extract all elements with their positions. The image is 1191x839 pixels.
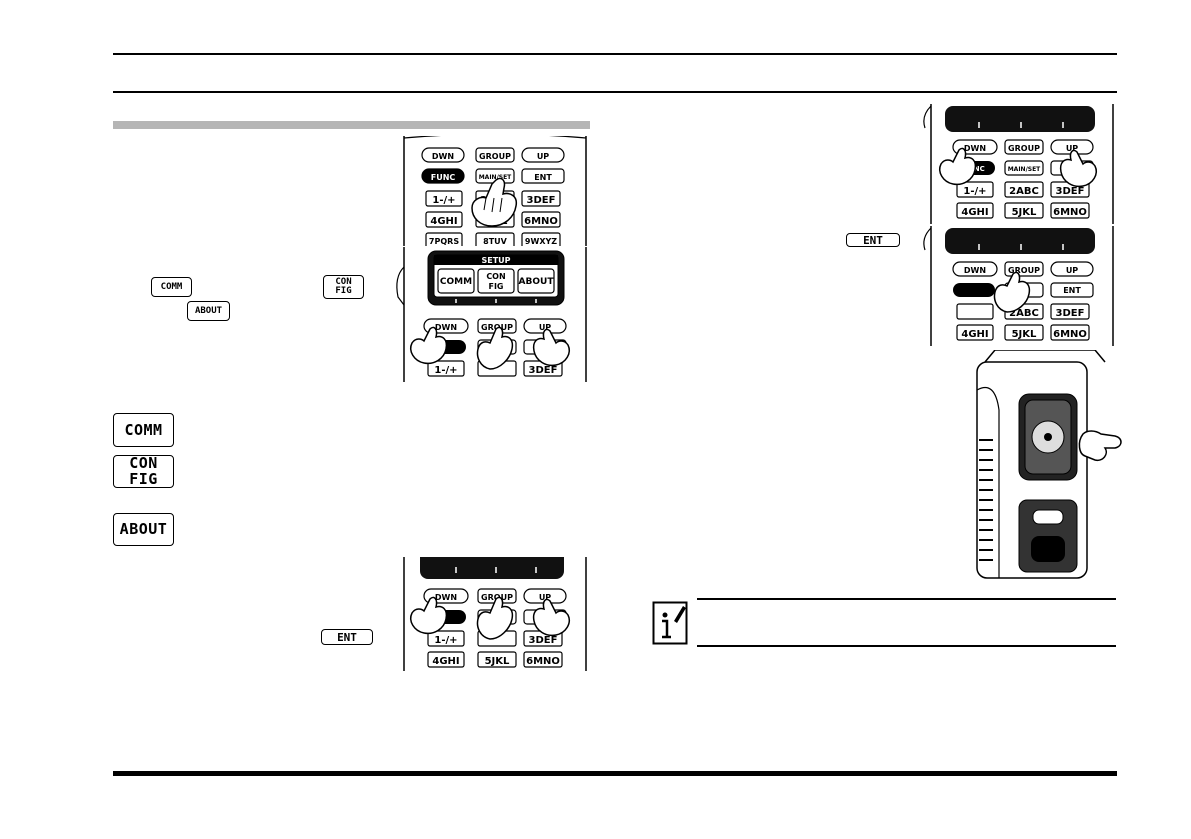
- list-about-button: ABOUT: [113, 513, 174, 546]
- key-up: UP: [537, 152, 549, 161]
- key-4-4: 4GHI: [961, 207, 988, 218]
- list-comm-button: COMM: [113, 413, 174, 447]
- key-ent-5: ENT: [1063, 286, 1081, 295]
- key-2-5: 2ABC: [1009, 308, 1039, 319]
- key-2-4: 2ABC: [1009, 186, 1039, 197]
- key-4-5: 4GHI: [961, 329, 988, 340]
- header-top-rule: [113, 53, 1117, 55]
- key-1-2: 1-/+: [434, 365, 457, 376]
- radio-keypad-illustration-4: DWN GROUP UP FUNC MAIN/SET 1-/+ 2ABC 3DE…: [923, 104, 1114, 224]
- key-group-4: GROUP: [1008, 144, 1040, 153]
- inline-comm-button: COMM: [151, 277, 192, 297]
- key-up-2: UP: [539, 323, 551, 332]
- key-6: 6MNO: [524, 216, 558, 227]
- pressing-finger-icon: [1078, 430, 1122, 462]
- pressing-finger-icon: [410, 326, 570, 370]
- inline-about-button: ABOUT: [187, 301, 230, 321]
- key-up-5: UP: [1066, 266, 1078, 275]
- key-1-3: 1-/+: [434, 635, 457, 646]
- key-9: 9WXYZ: [525, 237, 557, 246]
- key-up-3: UP: [539, 593, 551, 602]
- key-mainset: MAIN/SET: [479, 174, 512, 181]
- radio-side-view-illustration: [976, 350, 1122, 579]
- key-ent: ENT: [534, 173, 552, 182]
- key-3: 3DEF: [527, 195, 556, 206]
- key-dwn-5: DWN: [964, 266, 986, 275]
- key-3-5: 3DEF: [1056, 308, 1085, 319]
- radio-setup-screen-illustration: SETUP COMM CON FIG ABOUT DWN GROUP UP 1-…: [396, 247, 587, 382]
- key-6-4: 6MNO: [1053, 207, 1087, 218]
- screen-title: SETUP: [481, 256, 510, 265]
- screen-config-line2: FIG: [488, 282, 503, 291]
- key-dwn-4: DWN: [964, 144, 986, 153]
- key-func: FUNC: [431, 173, 456, 182]
- key-3-3: 3DEF: [529, 635, 558, 646]
- key-5-5: 5JKL: [1012, 329, 1037, 340]
- note-bottom-rule: [697, 645, 1116, 647]
- info-pencil-icon: [652, 601, 688, 645]
- screen-comm: COMM: [440, 277, 472, 287]
- screen-config-line1: CON: [486, 272, 505, 281]
- key-8: 8TUV: [483, 237, 508, 246]
- inline-ent-button: ENT: [321, 629, 373, 645]
- key-4: 4GHI: [430, 216, 457, 227]
- screen-about: ABOUT: [519, 277, 555, 287]
- pressing-finger-icon: [410, 596, 570, 640]
- radio-keypad-illustration-5: DWN GROUP UP ENT 2ABC 3DEF 4GHI 5JKL 6MN…: [923, 226, 1114, 346]
- key-3-2: 3DEF: [529, 365, 558, 376]
- key-1: 1-/+: [432, 195, 455, 206]
- key-mainset-4: MAIN/SET: [1008, 166, 1041, 173]
- key-group: GROUP: [479, 152, 511, 161]
- key-dwn: DWN: [432, 152, 454, 161]
- key-7: 7PQRS: [429, 237, 459, 246]
- key-dwn-3: DWN: [435, 593, 457, 602]
- key-up-4: UP: [1066, 144, 1078, 153]
- key-4-3: 4GHI: [432, 656, 459, 667]
- pressing-finger-icon: [993, 271, 1031, 313]
- radio-keypad-illustration-1: DWN GROUP UP FUNC MAIN/SET ENT 1-/+ 2ABC…: [403, 136, 587, 246]
- key-3-4: 3DEF: [1056, 186, 1085, 197]
- key-1-4: 1-/+: [963, 186, 986, 197]
- header-bottom-rule: [113, 91, 1117, 93]
- key-5-3: 5JKL: [485, 656, 510, 667]
- section-title-bar: [113, 121, 590, 129]
- radio-keypad-illustration-3: DWN GROUP UP 1-/+ 3DEF 4GHI 5JKL 6MNO: [403, 557, 587, 671]
- note-top-rule: [697, 598, 1116, 600]
- key-6-3: 6MNO: [526, 656, 560, 667]
- pressing-finger-icon: [471, 177, 518, 227]
- key-5-4: 5JKL: [1012, 207, 1037, 218]
- footer-rule: [113, 771, 1117, 776]
- key-6-5: 6MNO: [1053, 329, 1087, 340]
- key-group-5: GROUP: [1008, 266, 1040, 275]
- inline-ent-button-right: ENT: [846, 233, 900, 247]
- pressing-finger-icon: [939, 147, 1097, 188]
- key-dwn-2: DWN: [435, 323, 457, 332]
